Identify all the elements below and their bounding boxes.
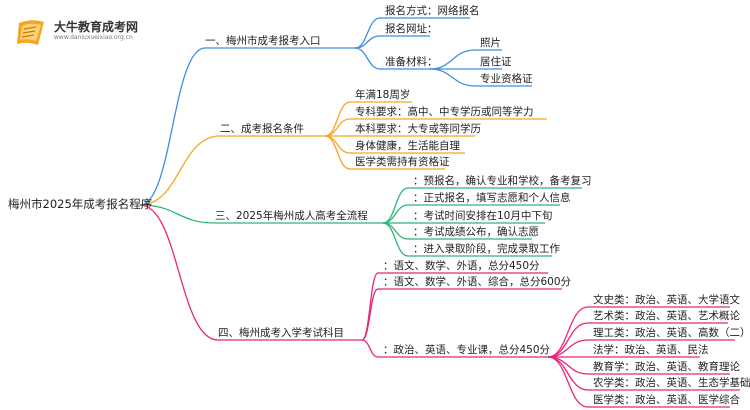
connector-b2-child-5 — [324, 135, 351, 170]
connector-b1-child-2 — [354, 35, 381, 49]
connector-root-branch-3 — [139, 204, 216, 224]
branch-exam-subjects: 四、梅州成考入学考试科目 — [218, 327, 344, 339]
connector-b1-child-1 — [354, 17, 381, 49]
connector-root-branch-4 — [139, 204, 219, 341]
connector-b2-child-2 — [324, 118, 351, 137]
node-subjects-c: ：政治、英语、专业课，总分450分 — [383, 344, 551, 356]
connector-b3-child-5 — [382, 222, 409, 257]
leaf-photo: 照片 — [480, 37, 501, 49]
node-subjects-a: ：语文、数学、外语，总分450分 — [383, 260, 540, 272]
root-node: 梅州市2025年成考报名程序 — [8, 197, 153, 211]
leaf-medicine: 医学类：政治、英语、医学综合 — [593, 394, 740, 406]
node-signup-url: 报名网址： — [385, 23, 438, 35]
node-subjects-b: ：语文、数学、外语、综合，总分600分 — [383, 276, 572, 288]
leaf-humanities: 文史类：政治、英语、大学语文 — [593, 294, 740, 306]
node-materials: 准备材料： — [385, 56, 438, 68]
leaf-residence-permit: 居住证 — [480, 56, 512, 68]
node-bachelor-req: 本科要求：大专或等同学历 — [355, 123, 481, 135]
connector-b4-leaf-7 — [547, 356, 589, 408]
logo-title: 大牛教育成考网 — [54, 20, 139, 34]
leaf-agriculture: 农学类：政治、英语、生态学基础 — [593, 377, 750, 389]
connector-root-branch-2 — [139, 135, 221, 206]
branch-conditions: 二、成考报名条件 — [220, 123, 304, 135]
connector-b4-child-2 — [361, 288, 379, 341]
logo-book-icon — [17, 20, 44, 45]
leaf-science-engineering: 理工类：政治、英语、高数（二） — [593, 327, 750, 339]
logo-url: www.daniuxueixiao.org.cn — [54, 34, 133, 41]
leaf-qualification-cert: 专业资格证 — [480, 73, 533, 85]
connector-b1-child-3 — [354, 47, 381, 70]
node-step-5: ：进入录取阶段，完成录取工作 — [413, 243, 560, 255]
connector-b3-child-2 — [382, 204, 409, 224]
node-step-4: ：考试成绩公布，确认志愿 — [413, 226, 539, 238]
branch-entrance: 一、梅州市成考报考入口 — [205, 35, 321, 47]
connector-b4-child-1 — [361, 272, 379, 341]
node-junior-college-req: 专科要求：高中、中专学历或同等学力 — [355, 106, 534, 118]
node-step-3: ：考试时间安排在10月中下旬 — [413, 210, 553, 222]
connector-b4-child-3 — [361, 339, 379, 358]
connector-b3-child-4 — [382, 222, 409, 240]
node-age: 年满18周岁 — [355, 89, 411, 101]
connector-b4-leaf-5 — [547, 356, 589, 375]
leaf-education: 教育学：政治、英语、教育理论 — [593, 361, 740, 373]
node-step-1: ：预报名，确认专业和学校，备考复习 — [413, 175, 592, 187]
node-signup-method: 报名方式：网络报名 — [385, 5, 480, 17]
connector-b2-child-4 — [324, 135, 351, 154]
connector-root-branch-1 — [139, 47, 206, 206]
leaf-arts: 艺术类：政治、英语、艺术概论 — [593, 310, 740, 322]
connector-b1-leaf-3 — [429, 68, 476, 87]
connector-b4-leaf-3 — [547, 339, 589, 358]
leaf-law: 法学：政治、英语、民法 — [593, 344, 709, 356]
node-health: 身体健康，生活能自理 — [355, 140, 460, 152]
connector-b4-leaf-1 — [547, 306, 589, 358]
node-step-2: ：正式报名，填写志愿和个人信息 — [413, 192, 571, 204]
branch-process: 三、2025年梅州成人高考全流程 — [215, 210, 368, 222]
node-medical-cert: 医学类需持有资格证 — [355, 156, 450, 168]
